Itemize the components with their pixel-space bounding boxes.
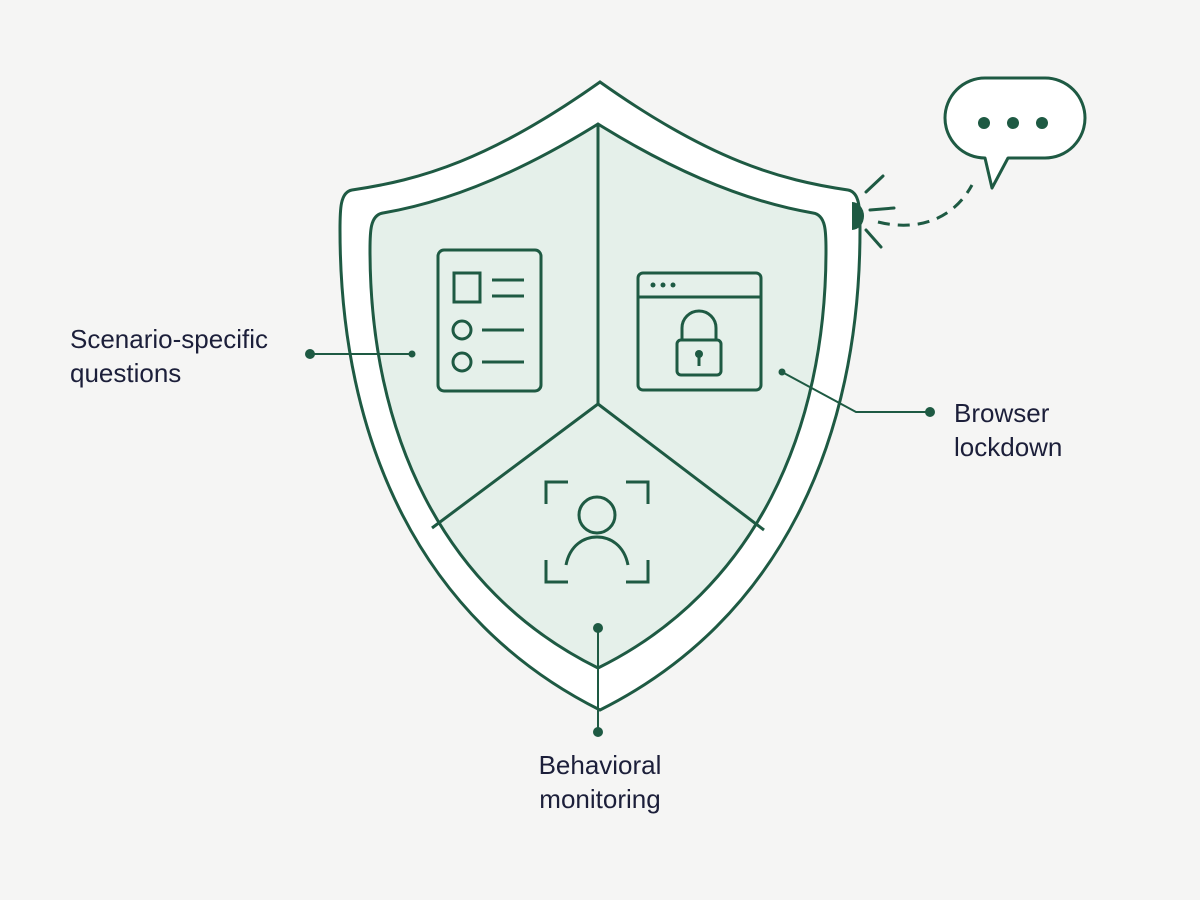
label-scenario-specific-questions: Scenario-specific questions	[70, 322, 268, 390]
speech-bubble-ellipsis-icon	[943, 76, 1087, 190]
connector-left	[305, 349, 416, 359]
shield-alert-bump	[852, 202, 864, 230]
alert-rays	[864, 174, 896, 249]
face-scan-icon	[544, 480, 650, 584]
label-bottom-line1: Behavioral	[538, 750, 662, 780]
label-left-line2: questions	[70, 358, 182, 388]
label-right-line2: lockdown	[954, 432, 1063, 462]
label-bottom-line2: monitoring	[539, 784, 661, 814]
label-right-line1: Browser	[954, 398, 1050, 428]
divider-right	[597, 402, 765, 532]
browser-lock-icon	[636, 271, 763, 392]
label-left-line1: Scenario-specific	[70, 324, 268, 354]
divider-left	[431, 402, 599, 530]
connector-bottom	[593, 623, 603, 737]
label-behavioral-monitoring: Behavioral monitoring	[500, 748, 700, 816]
label-browser-lockdown: Browser lockdown	[954, 396, 1062, 464]
connector-right	[778, 368, 935, 417]
questionnaire-list-icon	[436, 248, 543, 393]
dashed-connector	[877, 184, 974, 227]
